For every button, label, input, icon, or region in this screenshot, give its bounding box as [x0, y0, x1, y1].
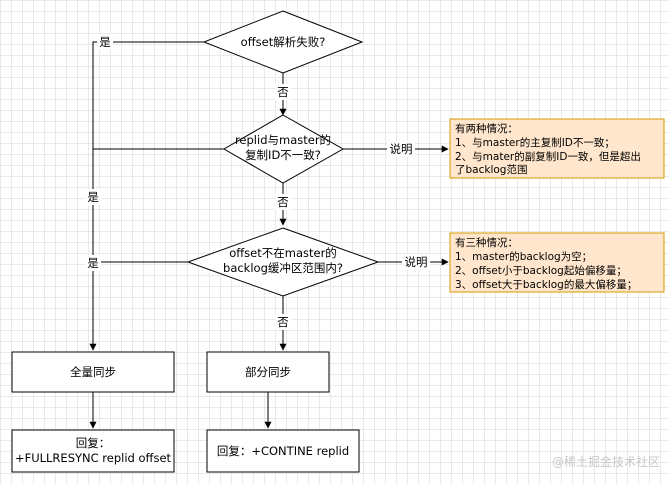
svg-text:全量同步: 全量同步: [70, 365, 116, 379]
label-yes-2: 是: [85, 189, 101, 205]
decision-replid-mismatch: replid与master的 复制ID不一致?: [222, 114, 345, 184]
svg-text:否: 否: [277, 195, 289, 209]
svg-text:offset解析失败?: offset解析失败?: [241, 35, 326, 49]
svg-text:有两种情况：: 有两种情况：: [455, 122, 518, 135]
svg-text:说明: 说明: [405, 255, 428, 269]
label-explain-2: 说明: [402, 254, 430, 270]
svg-text:3、offset大于backlog的最大偏移量；: 3、offset大于backlog的最大偏移量；: [455, 278, 637, 291]
svg-text:否: 否: [277, 315, 289, 329]
svg-text:部分同步: 部分同步: [245, 365, 291, 379]
watermark: @稀土掘金技术社区: [552, 454, 660, 469]
svg-text:复制ID不一致?: 复制ID不一致?: [245, 148, 321, 162]
svg-text:1、与master的主复制ID不一致；: 1、与master的主复制ID不一致；: [455, 136, 615, 149]
process-partial-sync: 部分同步: [206, 351, 330, 393]
svg-text:2、与mater的副复制ID一致，但是超出: 2、与mater的副复制ID一致，但是超出: [455, 150, 641, 163]
svg-text:回复：: 回复：: [76, 436, 111, 450]
svg-text:有三种情况：: 有三种情况：: [455, 236, 518, 249]
svg-text:2、offset小于backlog起始偏移量；: 2、offset小于backlog起始偏移量；: [455, 264, 627, 277]
label-yes-1: 是: [97, 34, 113, 50]
svg-text:说明: 说明: [390, 142, 413, 156]
note-three-cases: 有三种情况： 1、master的backlog为空； 2、offset小于bac…: [449, 232, 665, 293]
svg-text:backlog缓冲区范围内?: backlog缓冲区范围内?: [223, 261, 343, 275]
svg-text:是: 是: [87, 190, 99, 204]
decision-offset-parse-failed: offset解析失败?: [202, 10, 364, 74]
svg-text:回复：+CONTINE replid: 回复：+CONTINE replid: [217, 444, 349, 458]
label-no-1: 否: [275, 84, 291, 100]
svg-text:offset不在master的: offset不在master的: [229, 246, 337, 260]
svg-text:是: 是: [87, 256, 99, 270]
label-no-2: 否: [275, 194, 291, 210]
label-yes-3: 是: [85, 255, 101, 271]
process-reply-fullresync: 回复： +FULLRESYNC replid offset: [11, 429, 175, 473]
decision-offset-out-of-backlog: offset不在master的 backlog缓冲区范围内?: [186, 227, 380, 297]
svg-text:+FULLRESYNC replid offset: +FULLRESYNC replid offset: [15, 451, 172, 465]
svg-text:是: 是: [99, 35, 111, 49]
process-full-sync: 全量同步: [11, 351, 175, 393]
svg-text:1、master的backlog为空；: 1、master的backlog为空；: [455, 250, 592, 263]
svg-text:replid与master的: replid与master的: [235, 133, 331, 147]
process-reply-continue: 回复：+CONTINE replid: [206, 429, 360, 473]
svg-text:了backlog范围: 了backlog范围: [455, 163, 527, 176]
note-two-cases: 有两种情况： 1、与master的主复制ID不一致； 2、与mater的副复制I…: [449, 118, 665, 179]
edge-d1-full: [89, 41, 204, 351]
svg-text:否: 否: [277, 85, 289, 99]
label-no-3: 否: [275, 314, 291, 330]
label-explain-1: 说明: [387, 141, 415, 157]
